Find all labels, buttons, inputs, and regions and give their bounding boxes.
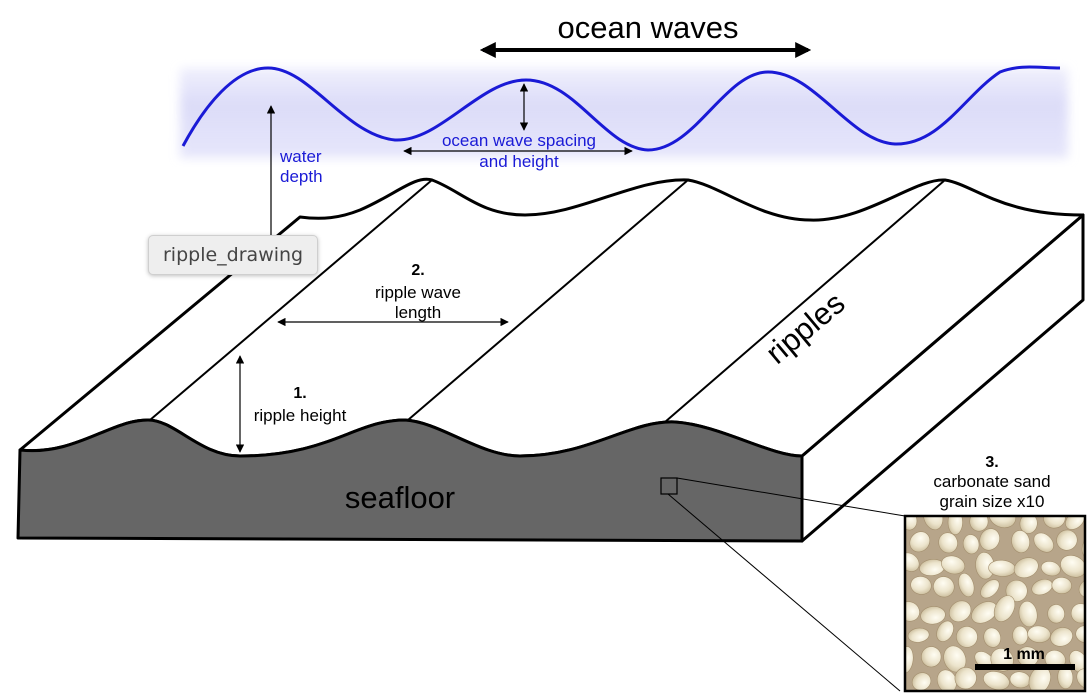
sand-grain xyxy=(1050,627,1073,647)
ripple-crest-line-1 xyxy=(149,179,433,421)
ripple-crest-line-3 xyxy=(664,179,946,423)
sand-grain xyxy=(969,516,989,532)
sand-grain xyxy=(1013,557,1039,579)
sand-grain xyxy=(1056,529,1078,551)
sand-grain xyxy=(983,671,1010,691)
sand-grain xyxy=(920,606,946,625)
sand-grain xyxy=(910,576,932,595)
sand-grain xyxy=(1033,532,1054,553)
sand-grain xyxy=(958,572,975,598)
sand-grain xyxy=(993,595,1016,622)
sand-grain xyxy=(947,516,963,535)
sand-grain xyxy=(936,620,954,642)
sand-grain xyxy=(909,531,931,553)
sand-grain xyxy=(920,646,942,668)
sand-sample-box xyxy=(660,477,678,495)
sand-grain xyxy=(1027,625,1051,643)
ripple-wavelength-number: 2. xyxy=(411,262,424,279)
ripple-crest-line-2 xyxy=(407,179,689,421)
sand-grain xyxy=(905,516,918,531)
wave-glow-band xyxy=(180,68,1068,158)
wave-spacing-label-line2: and height xyxy=(479,152,559,171)
sand-grain xyxy=(983,627,1002,648)
ripple-wavelength-label-line2: length xyxy=(395,303,441,322)
sand-grain xyxy=(905,552,920,572)
sand-grain xyxy=(938,532,958,554)
sand-grain xyxy=(911,672,932,691)
seafloor-label: seafloor xyxy=(345,480,455,515)
sand-grain xyxy=(980,579,1000,599)
scale-bar xyxy=(975,664,1075,670)
wave-spacing-label-line1: ocean wave spacing xyxy=(442,131,596,150)
sand-grain xyxy=(905,601,920,622)
sand-grain xyxy=(1040,560,1061,577)
sand-grain xyxy=(1011,530,1030,554)
ripple-height-number: 1. xyxy=(293,385,306,402)
sand-grain xyxy=(954,667,977,690)
sand-grain xyxy=(907,627,930,643)
sand-number: 3. xyxy=(985,454,998,471)
ripple-height-label: ripple height xyxy=(254,406,347,425)
sand-label-line1: carbonate sand xyxy=(933,472,1050,491)
sand-photo-frame xyxy=(903,514,1087,693)
sand-grain xyxy=(948,600,972,623)
ripple-wavelength-label-line1: ripple wave xyxy=(375,283,461,302)
sand-grain xyxy=(956,626,978,648)
ocean-waves-title: ocean waves xyxy=(558,10,739,45)
sand-grain xyxy=(1019,516,1038,534)
sand-grain xyxy=(1018,600,1038,628)
sand-grain xyxy=(1060,555,1085,578)
scale-bar-label: 1 mm xyxy=(1003,646,1045,663)
sand-grain xyxy=(1065,516,1085,530)
water-depth-label-line2: depth xyxy=(280,167,323,186)
sand-grain xyxy=(1047,604,1065,624)
sand-grain xyxy=(979,528,1000,551)
sand-grain xyxy=(933,576,955,598)
ocean-wave-line xyxy=(181,65,1061,152)
sand-grain xyxy=(962,534,980,555)
zoom-line-bottom xyxy=(667,493,901,692)
sand-grain xyxy=(1051,576,1072,595)
zoom-line-top xyxy=(676,477,906,517)
sand-grain xyxy=(1081,533,1085,560)
water-depth-label-line1: water xyxy=(279,147,322,166)
sand-label-line2: grain size x10 xyxy=(940,492,1045,511)
ripple-drawing-tooltip: ripple_drawing xyxy=(148,235,319,275)
sand-grain xyxy=(941,555,966,575)
sand-grain-photo xyxy=(905,516,1085,691)
sand-grain xyxy=(1070,603,1085,624)
sand-grain xyxy=(1076,668,1085,690)
seafloor-front-face xyxy=(16,418,804,543)
